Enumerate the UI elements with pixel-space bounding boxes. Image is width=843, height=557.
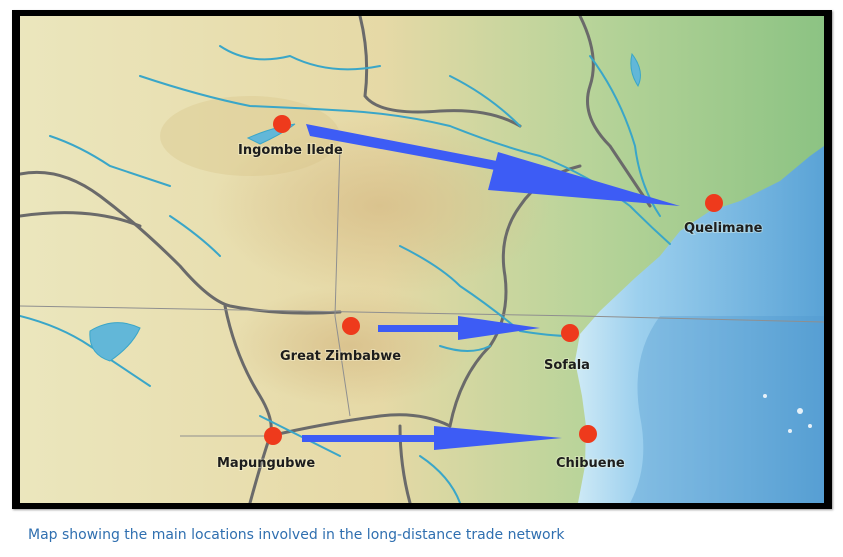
- label-quelimane: Quelimane: [684, 221, 763, 236]
- islands: [763, 394, 812, 433]
- label-mapungubwe: Mapungubwe: [217, 456, 315, 471]
- marker-sofala[interactable]: [561, 324, 579, 342]
- province-lines: [20, 145, 824, 437]
- trade-routes: [302, 124, 680, 450]
- route-greatzimbabwe-to-sofala: [378, 316, 540, 340]
- label-sofala: Sofala: [544, 358, 590, 373]
- label-ingombe-ilede: Ingombe Ilede: [238, 143, 343, 158]
- rivers: [20, 45, 671, 503]
- map-frame: Ingombe Ilede Quelimane Great Zimbabwe S…: [12, 10, 832, 509]
- label-great-zimbabwe: Great Zimbabwe: [280, 349, 401, 364]
- route-mapungubwe-to-chibuene: [302, 426, 562, 450]
- marker-great-zimbabwe[interactable]: [342, 317, 360, 335]
- trade-network-map: Ingombe Ilede Quelimane Great Zimbabwe S…: [20, 16, 824, 503]
- deep-ocean: [630, 316, 824, 503]
- ocean: [575, 146, 824, 503]
- okavango-lake: [89, 322, 141, 362]
- southern-highland: [230, 286, 470, 406]
- marker-quelimane[interactable]: [705, 194, 723, 212]
- marker-ingombe-ilede[interactable]: [273, 115, 291, 133]
- marker-mapungubwe[interactable]: [264, 427, 282, 445]
- route-ingombe-to-quelimane: [306, 124, 680, 206]
- place-markers: [264, 115, 723, 445]
- lake-north: [630, 52, 641, 88]
- escarpment-tint: [160, 96, 340, 176]
- map-caption: Map showing the main locations involved …: [28, 527, 565, 543]
- label-chibuene: Chibuene: [556, 456, 625, 471]
- marker-chibuene[interactable]: [579, 425, 597, 443]
